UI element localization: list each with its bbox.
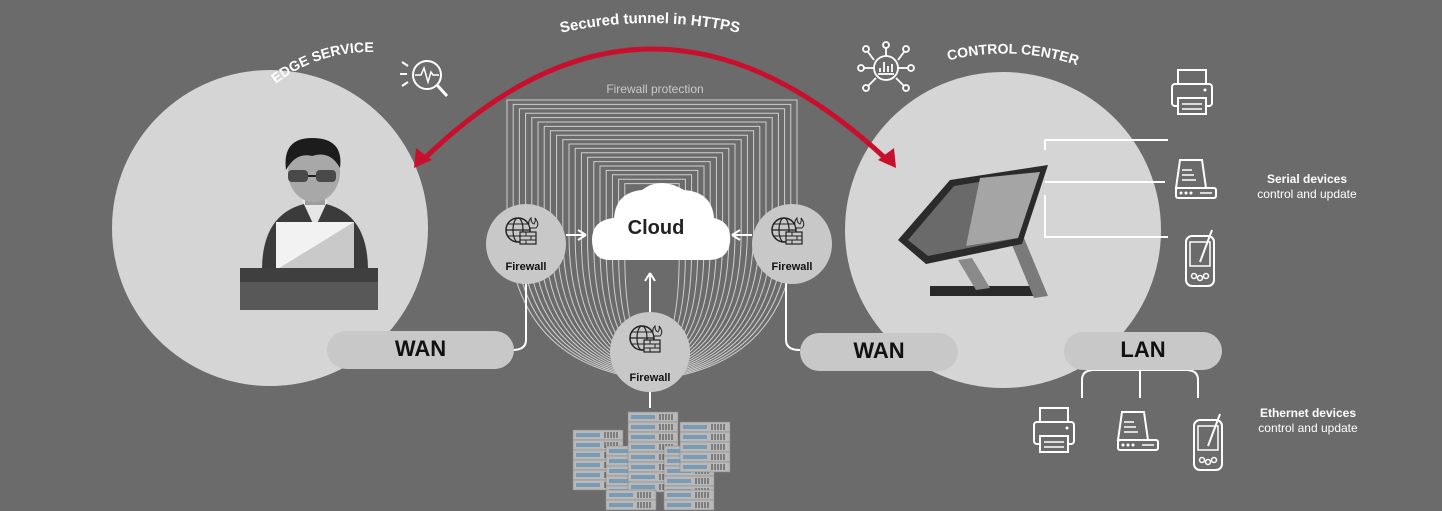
server-unit [679, 461, 731, 473]
drive-icon [1175, 159, 1217, 199]
svg-text:Firewall: Firewall [506, 261, 547, 273]
ethernet-devices-title: Ethernet devices [1259, 406, 1357, 420]
connector-lines [511, 139, 1199, 408]
cloud-label: Cloud [628, 217, 685, 239]
wan-left-pill: WAN [327, 331, 514, 369]
control-center-label: CONTROL CENTER [945, 40, 1081, 68]
server-unit [679, 431, 731, 443]
server-unit [605, 489, 657, 501]
firewall-badge-right: Firewall [752, 204, 832, 284]
printer-icon [1033, 407, 1075, 453]
touchscreen-icon [898, 165, 1048, 298]
server-unit [679, 441, 731, 453]
svg-text:Firewall: Firewall [772, 261, 813, 273]
person-laptop-icon [240, 138, 378, 310]
firewall-protection-label: Firewall protection [606, 82, 703, 96]
https-tunnel-arrow [414, 46, 896, 168]
network-analytics-icon [857, 41, 915, 92]
server-unit [679, 451, 731, 463]
printer-icon [1171, 69, 1213, 115]
cloud-icon [592, 183, 731, 260]
svg-text:Firewall: Firewall [630, 372, 671, 384]
ethernet-devices-subtitle: control and update [1258, 421, 1358, 435]
lan-pill: LAN [1064, 332, 1222, 370]
server-unit [663, 499, 715, 511]
server-unit [627, 431, 679, 443]
server-unit [572, 429, 624, 441]
handheld-icon [1185, 229, 1215, 287]
server-unit [627, 411, 679, 423]
server-unit [605, 499, 657, 511]
wan-right-pill: WAN [800, 333, 958, 371]
drive-icon [1117, 411, 1159, 451]
serial-devices-subtitle: control and update [1257, 187, 1357, 201]
server-unit [663, 489, 715, 501]
server-unit [663, 475, 715, 487]
serial-devices-title: Serial devices [1266, 172, 1348, 186]
magnifier-pulse-icon [400, 60, 449, 98]
server-unit [679, 421, 731, 433]
firewall-badge-bottom: Firewall [610, 312, 690, 392]
server-unit [627, 421, 679, 433]
handheld-icon [1193, 413, 1223, 471]
tunnel-label: Secured tunnel in HTTPS [558, 10, 741, 37]
server-rack-icon [572, 411, 731, 511]
firewall-badge-left: Firewall [486, 204, 566, 284]
